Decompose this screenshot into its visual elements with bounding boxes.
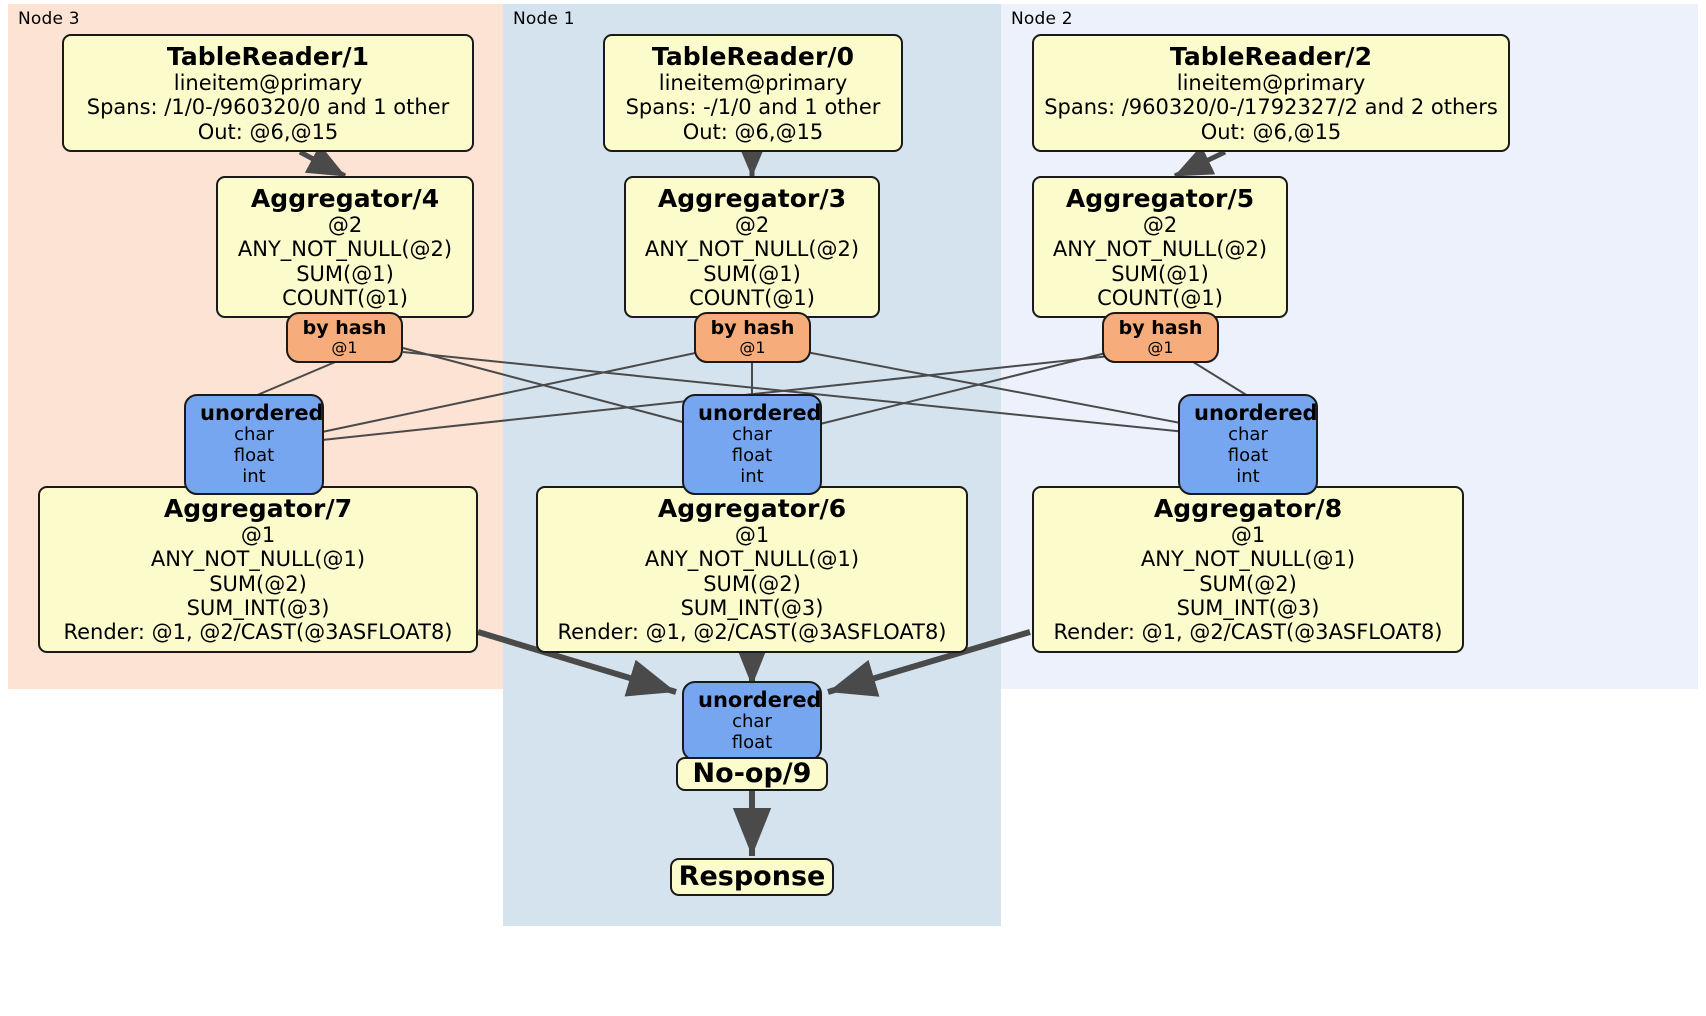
processor-title: Aggregator/6 [657, 494, 847, 523]
processor-tablereader-1[interactable]: TableReader/1 lineitem@primary Spans: /1… [62, 34, 474, 153]
processor-line: Out: @6,@15 [1200, 119, 1342, 144]
router-line: char [1228, 424, 1268, 446]
router-line: char [732, 711, 772, 733]
processor-line: @2 [327, 213, 363, 237]
panel-label-node-3: Node 3 [18, 9, 80, 29]
processor-line: COUNT(@1) [1097, 286, 1223, 311]
unordered-router-aggregator-6[interactable]: unordered char float int [682, 394, 822, 495]
processor-title: TableReader/1 [166, 42, 370, 71]
processor-line: ANY_NOT_NULL(@2) [644, 237, 860, 262]
router-line: @1 [331, 338, 358, 358]
processor-line: lineitem@primary [1176, 71, 1366, 95]
processor-line: SUM(@1) [1111, 261, 1209, 286]
hash-router-aggregator-3[interactable]: by hash @1 [694, 312, 811, 363]
processor-aggregator-3[interactable]: Aggregator/3 @2 ANY_NOT_NULL(@2) SUM(@1)… [624, 176, 880, 319]
processor-no-op-9[interactable]: No-op/9 [676, 757, 828, 791]
router-title: unordered [200, 401, 324, 425]
processor-aggregator-8[interactable]: Aggregator/8 @1 ANY_NOT_NULL(@1) SUM(@2)… [1032, 486, 1464, 653]
processor-line: Out: @6,@15 [682, 119, 824, 144]
router-line: char [732, 424, 772, 446]
processor-line: Out: @6,@15 [197, 119, 339, 144]
router-line: int [740, 466, 764, 488]
router-line: float [731, 732, 773, 754]
processor-line: SUM(@1) [703, 261, 801, 286]
processor-title: Response [678, 861, 826, 893]
processor-line: @1 [1230, 523, 1266, 547]
processor-line: Spans: -/1/0 and 1 other [625, 95, 881, 120]
processor-line: SUM(@2) [703, 571, 801, 596]
processor-line: Render: @1, @2/CAST(@3ASFLOAT8) [63, 620, 453, 645]
processor-line: @1 [734, 523, 770, 547]
processor-response[interactable]: Response [670, 858, 834, 896]
processor-line: ANY_NOT_NULL(@1) [150, 547, 366, 572]
processor-line: Spans: /1/0-/960320/0 and 1 other [86, 95, 450, 120]
processor-line: ANY_NOT_NULL(@1) [1140, 547, 1356, 572]
processor-line: Render: @1, @2/CAST(@3ASFLOAT8) [1053, 620, 1443, 645]
processor-title: Aggregator/8 [1153, 494, 1343, 523]
router-line: int [242, 466, 266, 488]
router-line: @1 [1147, 338, 1174, 358]
router-line: char [234, 424, 274, 446]
processor-aggregator-4[interactable]: Aggregator/4 @2 ANY_NOT_NULL(@2) SUM(@1)… [216, 176, 474, 319]
processor-line: ANY_NOT_NULL(@2) [1052, 237, 1268, 262]
processor-title: No-op/9 [692, 758, 812, 790]
panel-label-node-2: Node 2 [1011, 9, 1073, 29]
router-title: unordered [698, 688, 822, 712]
processor-line: ANY_NOT_NULL(@2) [237, 237, 453, 262]
panel-label-node-1: Node 1 [513, 9, 575, 29]
processor-title: Aggregator/5 [1065, 184, 1255, 213]
processor-title: TableReader/2 [1169, 42, 1373, 71]
router-title: by hash [302, 317, 387, 339]
router-line: float [1227, 445, 1269, 467]
processor-title: Aggregator/4 [250, 184, 440, 213]
unordered-router-aggregator-7[interactable]: unordered char float int [184, 394, 324, 495]
processor-line: @1 [240, 523, 276, 547]
router-title: by hash [710, 317, 795, 339]
hash-router-aggregator-4[interactable]: by hash @1 [286, 312, 403, 363]
router-line: float [233, 445, 275, 467]
unordered-router-final[interactable]: unordered char float [682, 681, 822, 762]
processor-line: Render: @1, @2/CAST(@3ASFLOAT8) [557, 620, 947, 645]
processor-aggregator-7[interactable]: Aggregator/7 @1 ANY_NOT_NULL(@1) SUM(@2)… [38, 486, 478, 653]
processor-line: SUM_INT(@3) [186, 596, 330, 621]
processor-line: @2 [734, 213, 770, 237]
processor-line: @2 [1142, 213, 1178, 237]
processor-line: SUM(@2) [209, 571, 307, 596]
router-line: @1 [739, 338, 766, 358]
processor-line: SUM(@2) [1199, 571, 1297, 596]
processor-tablereader-2[interactable]: TableReader/2 lineitem@primary Spans: /9… [1032, 34, 1510, 153]
processor-line: SUM_INT(@3) [1176, 596, 1320, 621]
router-line: int [1236, 466, 1260, 488]
router-title: by hash [1118, 317, 1203, 339]
processor-line: COUNT(@1) [689, 286, 815, 311]
processor-line: Spans: /960320/0-/1792327/2 and 2 others [1044, 95, 1498, 120]
processor-line: SUM_INT(@3) [680, 596, 824, 621]
router-title: unordered [1194, 401, 1318, 425]
processor-line: COUNT(@1) [282, 286, 408, 311]
processor-aggregator-6[interactable]: Aggregator/6 @1 ANY_NOT_NULL(@1) SUM(@2)… [536, 486, 968, 653]
processor-line: lineitem@primary [173, 71, 363, 95]
hash-router-aggregator-5[interactable]: by hash @1 [1102, 312, 1219, 363]
router-line: float [731, 445, 773, 467]
processor-tablereader-0[interactable]: TableReader/0 lineitem@primary Spans: -/… [603, 34, 903, 153]
unordered-router-aggregator-8[interactable]: unordered char float int [1178, 394, 1318, 495]
router-title: unordered [698, 401, 822, 425]
processor-title: Aggregator/7 [163, 494, 353, 523]
processor-aggregator-5[interactable]: Aggregator/5 @2 ANY_NOT_NULL(@2) SUM(@1)… [1032, 176, 1288, 319]
processor-title: Aggregator/3 [657, 184, 847, 213]
processor-title: TableReader/0 [651, 42, 855, 71]
processor-line: ANY_NOT_NULL(@1) [644, 547, 860, 572]
processor-line: lineitem@primary [658, 71, 848, 95]
processor-line: SUM(@1) [296, 261, 394, 286]
